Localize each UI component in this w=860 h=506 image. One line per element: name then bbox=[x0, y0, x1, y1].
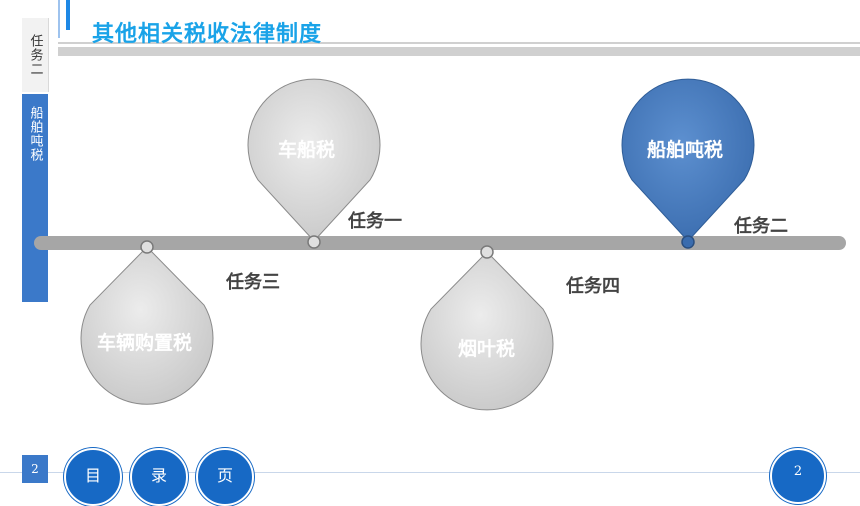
drop-tonnage-tax bbox=[621, 78, 755, 242]
drop-label-vehicle-purchase-tax: 车辆购置税 bbox=[97, 332, 193, 354]
task-label-1: 任务一 bbox=[348, 211, 402, 232]
node-vehicle-vessel-tax bbox=[307, 235, 321, 249]
sidebar-section-tab[interactable]: 任务二 bbox=[22, 18, 49, 92]
page-number-right: 2 bbox=[770, 448, 826, 504]
footer-divider bbox=[0, 472, 860, 473]
page-number-left: 2 bbox=[22, 455, 48, 483]
nav-button-ye[interactable]: 页 bbox=[196, 448, 254, 506]
page-title: 其他相关税收法律制度 bbox=[92, 22, 323, 47]
sidebar-section-label: 任务二 bbox=[27, 34, 43, 76]
node-vehicle-purchase-tax bbox=[140, 240, 154, 254]
drop-tobacco-tax bbox=[420, 251, 554, 411]
header-accent-thin bbox=[58, 0, 60, 38]
header-accent bbox=[66, 0, 70, 30]
timeline-line bbox=[34, 236, 846, 250]
sidebar-topic-tab[interactable]: 船舶吨税 bbox=[22, 94, 48, 302]
task-label-3: 任务三 bbox=[226, 272, 280, 293]
timeline-diagram bbox=[34, 78, 846, 411]
nav-button-lu[interactable]: 录 bbox=[130, 448, 188, 506]
nav-button-mu[interactable]: 目 bbox=[64, 448, 122, 506]
sidebar-topic-label: 船舶吨税 bbox=[27, 106, 43, 162]
drop-label-vehicle-vessel-tax: 车船税 bbox=[278, 139, 336, 161]
drop-vehicle-purchase-tax bbox=[80, 246, 214, 405]
node-tobacco-tax bbox=[480, 245, 494, 259]
drop-label-tobacco-tax: 烟叶税 bbox=[458, 338, 516, 360]
task-label-4: 任务四 bbox=[566, 276, 620, 297]
task-label-2: 任务二 bbox=[734, 216, 788, 237]
node-tonnage-tax bbox=[681, 235, 695, 249]
drop-label-tonnage-tax: 船舶吨税 bbox=[647, 139, 724, 161]
header-divider-highlight bbox=[58, 44, 860, 47]
drop-vehicle-vessel-tax bbox=[247, 78, 381, 242]
